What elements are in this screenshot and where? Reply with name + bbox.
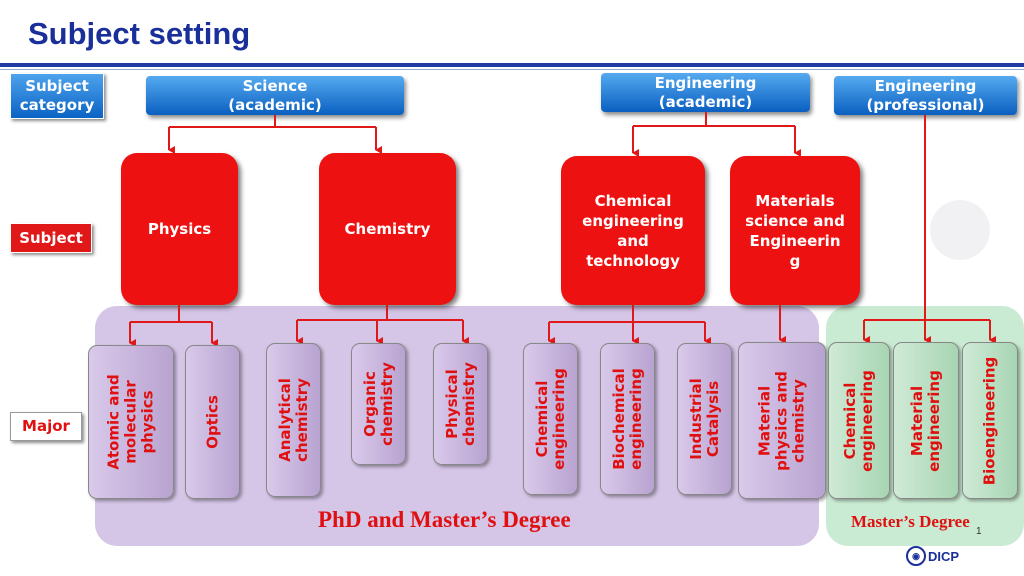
subject-chemical-engineering-technology: Chemical engineering and technology	[561, 156, 705, 305]
major-material-engineering: Material engineering	[893, 342, 959, 499]
major-biochemical-engineering: Biochemical engineering	[600, 343, 655, 495]
title-divider-thin	[0, 69, 1024, 70]
slide-number: 1	[976, 526, 982, 537]
dicp-logo: ◉ DICP	[906, 546, 959, 566]
major-atomic-molecular-physics: Atomic and molecular physics	[88, 345, 174, 499]
subject-chemistry: Chemistry	[319, 153, 456, 305]
master-degree-label: Master’s Degree	[851, 512, 970, 531]
major-bioengineering: Bioengineering	[962, 342, 1018, 499]
dicp-logo-icon: ◉	[906, 546, 926, 566]
page-title: Subject setting	[28, 16, 251, 51]
row-label-subject-category: Subject category	[10, 73, 104, 119]
dicp-logo-text: DICP	[928, 548, 960, 564]
row-label-major: Major	[10, 412, 82, 441]
category-engineering-academic: Engineering (academic)	[601, 73, 810, 112]
subject-physics: Physics	[121, 153, 238, 305]
subject-materials-science-engineering: Materials science and Engineerin g	[730, 156, 860, 305]
major-analytical-chemistry: Analytical chemistry	[266, 343, 321, 497]
background-molecule-decoration	[930, 200, 990, 260]
major-material-physics-chemistry: Material physics and chemistry	[738, 342, 826, 499]
category-engineering-professional: Engineering (professional)	[834, 76, 1017, 115]
major-optics: Optics	[185, 345, 240, 499]
row-label-subject: Subject	[10, 223, 92, 253]
major-chemical-engineering: Chemical engineering	[523, 343, 578, 495]
major-physical-chemistry: Physical chemistry	[433, 343, 488, 465]
major-chemical-engineering-professional: Chemical engineering	[828, 342, 890, 499]
phd-master-degree-label: PhD and Master’s Degree	[318, 507, 571, 532]
category-science-academic: Science (academic)	[146, 76, 404, 115]
major-organic-chemistry: Organic chemistry	[351, 343, 406, 465]
title-divider	[0, 63, 1024, 67]
major-industrial-catalysis: Industrial Catalysis	[677, 343, 732, 495]
